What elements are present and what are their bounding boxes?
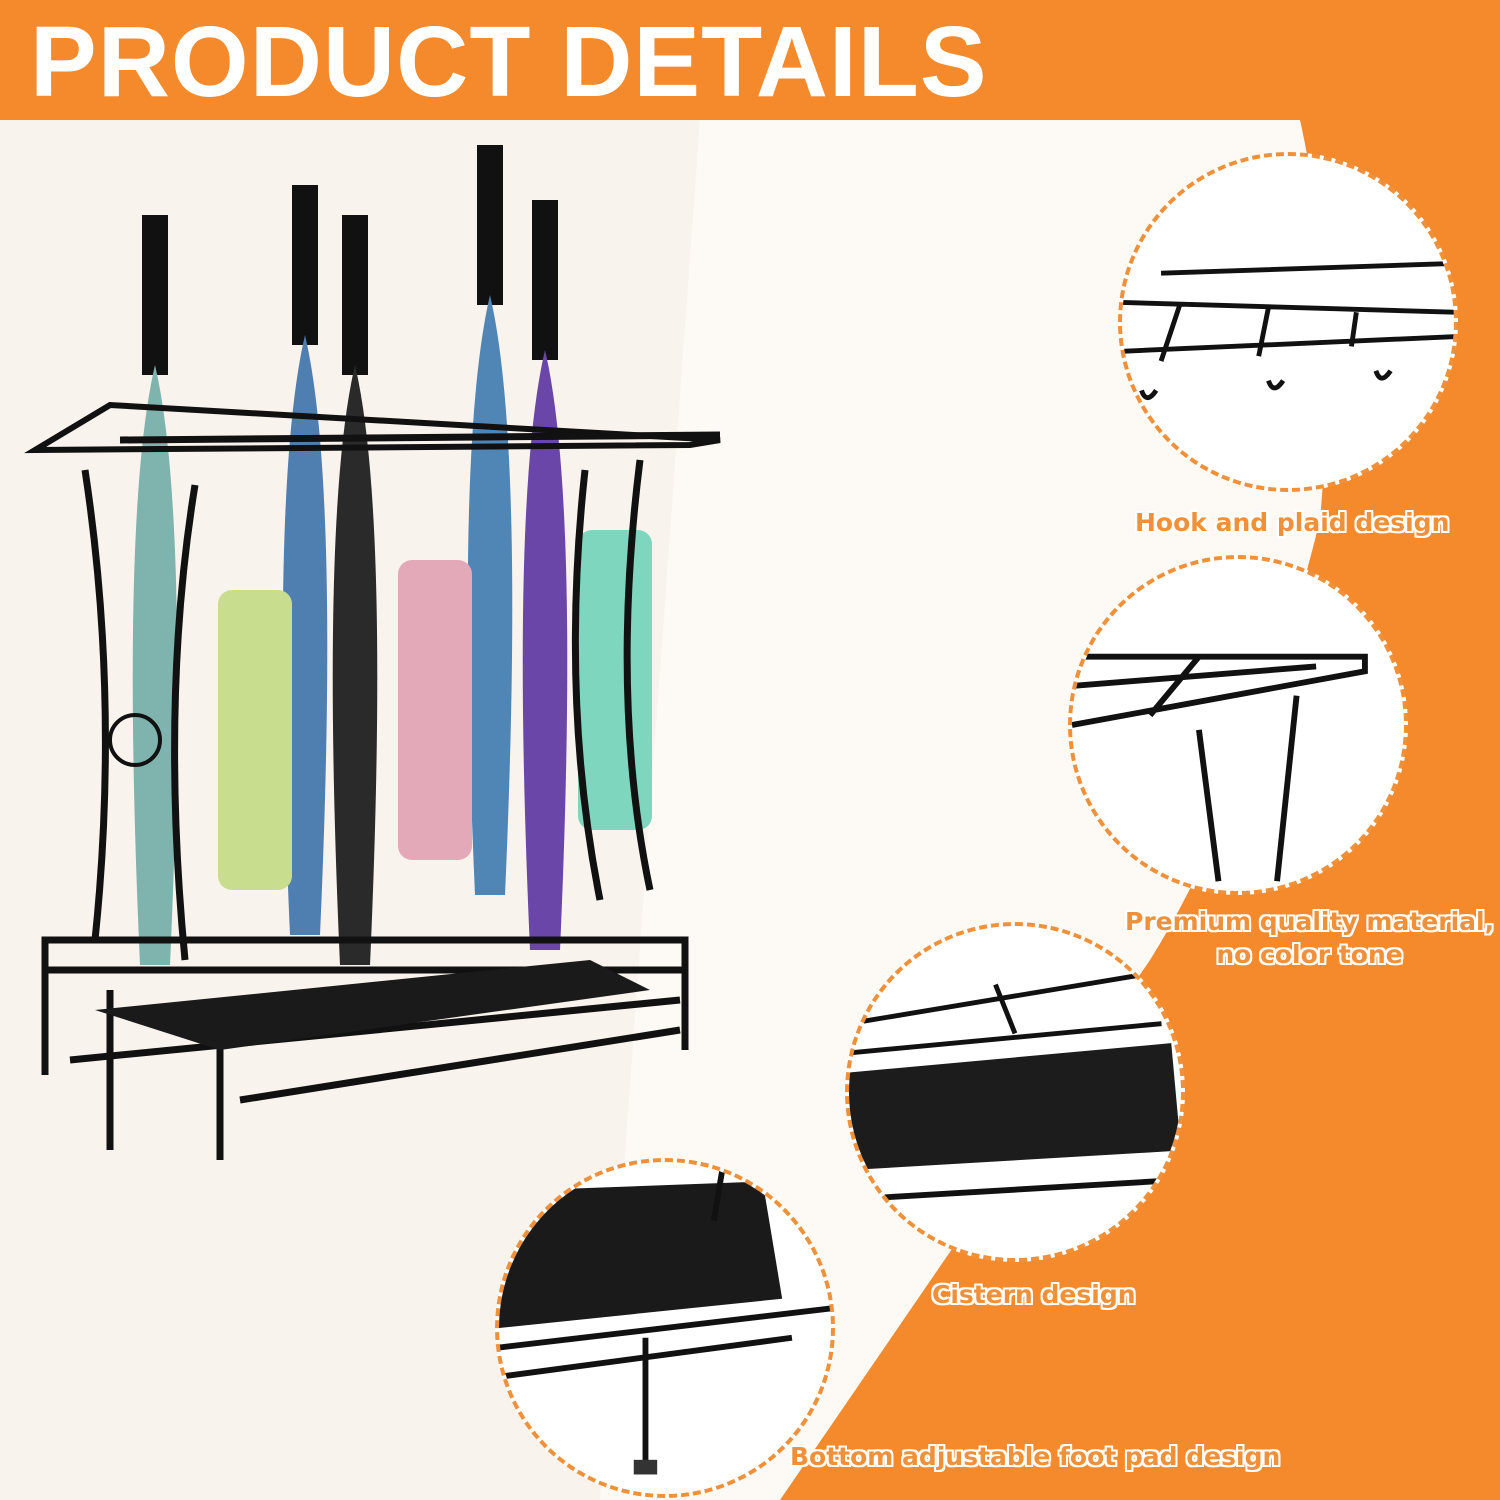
folded-umbrella bbox=[578, 530, 652, 830]
folded-umbrella bbox=[218, 590, 292, 890]
page-title: PRODUCT DETAILS bbox=[30, 6, 988, 118]
umbrella bbox=[522, 350, 568, 950]
umbrella-stand-illustration bbox=[24, 145, 721, 1160]
umbrella-handle bbox=[292, 185, 318, 345]
umbrella-handle bbox=[342, 215, 368, 375]
caption-foot-pad: Bottom adjustable foot pad design bbox=[790, 1442, 1281, 1471]
umbrella bbox=[282, 335, 328, 935]
umbrella-handle bbox=[532, 200, 558, 360]
umbrella bbox=[332, 365, 378, 965]
umbrella bbox=[467, 295, 513, 895]
umbrella-handle bbox=[477, 145, 503, 305]
caption-hook-plaid: Hook and plaid design bbox=[1135, 508, 1450, 537]
caption-cistern: Cistern design bbox=[932, 1280, 1136, 1309]
umbrella bbox=[132, 365, 178, 965]
detail-circle-foot-pad bbox=[495, 1158, 835, 1498]
caption-material-line1: Premium quality material, bbox=[1125, 907, 1495, 936]
detail-circle-material bbox=[1068, 555, 1408, 895]
folded-umbrella bbox=[398, 560, 472, 860]
caption-material-line2: no color tone bbox=[1216, 940, 1403, 969]
umbrella-handle bbox=[142, 215, 168, 375]
detail-circle-hook-plaid bbox=[1118, 152, 1458, 492]
detail-circle-cistern bbox=[845, 922, 1185, 1262]
caption-material: Premium quality material, no color tone bbox=[1125, 905, 1494, 971]
